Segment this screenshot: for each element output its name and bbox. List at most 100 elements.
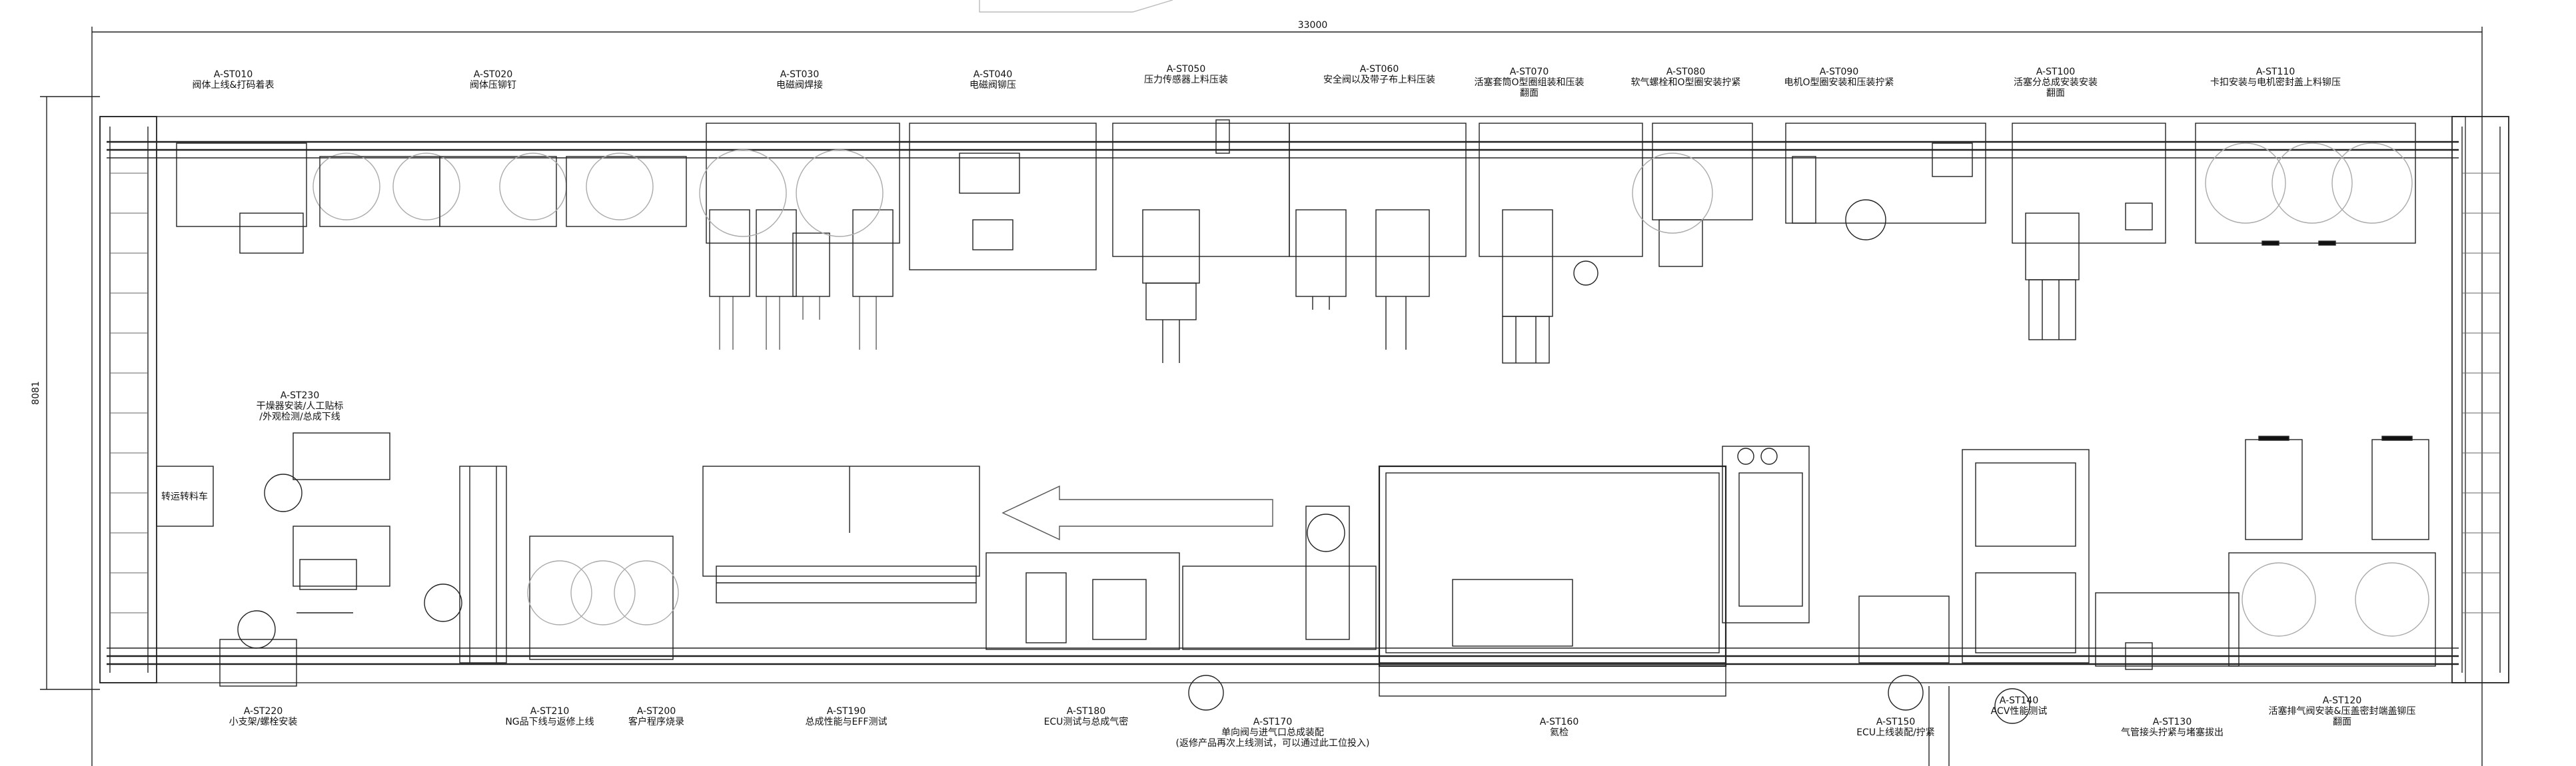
station-code: A-ST070 — [1509, 67, 1549, 77]
left-transfer-rail — [99, 116, 157, 683]
station-code: A-ST170 — [1253, 717, 1293, 727]
station-desc: 阀体压铆钉 — [470, 80, 516, 91]
station-code: A-ST040 — [973, 69, 1013, 80]
station-label-st100: A-ST100 活塞分总成安装安装 翻面 — [1992, 67, 2119, 99]
station-desc: 软气螺栓和O型圈安装拧紧 — [1630, 77, 1741, 88]
station-box-st050 — [1112, 123, 1290, 257]
station-box-st040 — [909, 123, 1097, 270]
station-box-st070 — [1479, 123, 1643, 257]
station-label-st090: A-ST090 电机O型圈安装和压装拧紧 — [1766, 67, 1912, 88]
station-box-st220 — [219, 639, 297, 687]
station-label-st110: A-ST110 卡扣安装与电机密封盖上料铆压 — [2192, 67, 2359, 88]
station-desc: 卡扣安装与电机密封盖上料铆压 — [2210, 77, 2341, 88]
flow-direction-arrow — [1001, 485, 1273, 541]
station-code: A-ST190 — [826, 706, 866, 717]
station-code: A-ST110 — [2255, 67, 2295, 77]
station-box-st080 — [1652, 123, 1753, 220]
station-code: A-ST210 — [530, 706, 570, 717]
station-box-st200 — [529, 536, 674, 660]
transfer-cart-label: 转运转料车 — [161, 491, 208, 502]
station-label-st230: A-ST230 干燥器安装/人工贴标 /外观检测/总成下线 — [240, 390, 360, 422]
station-label-st190: A-ST190 总成性能与EFF测试 — [793, 706, 900, 727]
station-sub: /外观检测/总成下线 — [259, 412, 340, 422]
station-desc: 气管接头拧紧与堵塞拔出 — [2121, 727, 2224, 738]
station-code: A-ST020 — [473, 69, 513, 80]
station-desc: 阀体上线&打码着表 — [192, 80, 275, 91]
station-sub: (返修产品再次上线测试，可以通过此工位投入) — [1175, 738, 1370, 749]
station-box-st010 — [176, 143, 307, 227]
right-transfer-rail — [2451, 116, 2509, 683]
station-code: A-ST160 — [1539, 717, 1579, 727]
station-desc: NG品下线与返修上线 — [505, 717, 594, 727]
dimension-height-value: 8081 — [31, 381, 41, 405]
station-box-st210 — [459, 466, 507, 663]
station-code: A-ST010 — [213, 69, 253, 80]
station-desc: 活塞分总成安装安装 — [2014, 77, 2098, 88]
station-code: A-ST180 — [1066, 706, 1106, 717]
station-desc: 小支架/螺栓安装 — [229, 717, 298, 727]
station-label-st210: A-ST210 NG品下线与返修上线 — [500, 706, 600, 727]
line-frame — [99, 116, 2466, 683]
station-box-st160 — [1378, 465, 1727, 667]
station-code: A-ST230 — [280, 390, 320, 401]
station-label-st080: A-ST080 软气螺栓和O型圈安装拧紧 — [1619, 67, 1752, 88]
station-box-st120 — [2228, 552, 2436, 667]
station-label-st060: A-ST060 安全阀以及带子布上料压装 — [1306, 64, 1453, 85]
station-code: A-ST030 — [780, 69, 820, 80]
station-label-st140: A-ST140 ACV性能测试 — [1976, 695, 2062, 717]
station-desc: 单向阀与进气口总成装配 — [1221, 727, 1324, 738]
station-box-st130 — [2095, 592, 2240, 667]
dimension-width-value: 33000 — [1298, 20, 1328, 31]
station-sub: 翻面 — [2333, 717, 2351, 727]
station-code: A-ST090 — [1819, 67, 1859, 77]
station-box-st190 — [702, 466, 980, 577]
station-label-st220: A-ST220 小支架/螺栓安装 — [213, 706, 313, 727]
station-label-st050: A-ST050 压力传感器上料压装 — [1126, 64, 1246, 85]
station-code: A-ST050 — [1166, 64, 1206, 75]
station-label-st120: A-ST120 活塞排气阀安装&压盖密封端盖铆压 翻面 — [2259, 695, 2425, 727]
station-label-st130: A-ST130 气管接头拧紧与堵塞拔出 — [2106, 717, 2239, 738]
station-label-st200: A-ST200 客户程序烧录 — [606, 706, 706, 727]
station-code: A-ST140 — [1999, 695, 2039, 706]
station-label-st170: A-ST170 单向阀与进气口总成装配 (返修产品再次上线测试，可以通过此工位投… — [1159, 717, 1386, 749]
station-desc: 干燥器安装/人工贴标 — [256, 401, 344, 412]
station-label-st070: A-ST070 活塞套筒O型圈组装和压装 翻面 — [1466, 67, 1593, 99]
station-box-st150 — [1858, 595, 1950, 663]
station-code: A-ST220 — [243, 706, 283, 717]
station-desc: 活塞套筒O型圈组装和压装 — [1474, 77, 1585, 88]
station-desc: 总成性能与EFF测试 — [805, 717, 888, 727]
station-code: A-ST130 — [2152, 717, 2192, 727]
station-desc: 安全阀以及带子布上料压装 — [1323, 75, 1435, 85]
station-code: A-ST150 — [1876, 717, 1916, 727]
station-sub: 翻面 — [2046, 88, 2065, 99]
station-desc: ECU上线装配/拧紧 — [1856, 727, 1935, 738]
station-box-st180 — [985, 552, 1180, 650]
station-code: A-ST100 — [2036, 67, 2076, 77]
station-code: A-ST120 — [2322, 695, 2362, 706]
station-desc: 氦检 — [1550, 727, 1569, 738]
station-box-st060 — [1289, 123, 1467, 257]
station-desc: 客户程序烧录 — [628, 717, 684, 727]
station-box-st030 — [706, 123, 900, 244]
station-label-st150: A-ST150 ECU上线装配/拧紧 — [1846, 717, 1946, 738]
transfer-cart-box — [156, 466, 214, 527]
station-code: A-ST060 — [1359, 64, 1399, 75]
station-box-st170 — [1182, 566, 1377, 650]
station-desc: ECU测试与总成气密 — [1043, 717, 1129, 727]
station-box-st100 — [2012, 123, 2166, 244]
station-desc: 电磁阀铆压 — [969, 80, 1016, 91]
station-label-st160: A-ST160 氦检 — [1519, 717, 1599, 738]
station-code: A-ST200 — [636, 706, 676, 717]
station-desc: 电机O型圈安装和压装拧紧 — [1784, 77, 1894, 88]
station-desc: 活塞排气阀安装&压盖密封端盖铆压 — [2268, 706, 2416, 717]
station-desc: ACV性能测试 — [1990, 706, 2048, 717]
station-code: A-ST080 — [1666, 67, 1706, 77]
station-box-st110 — [2195, 123, 2416, 244]
station-desc: 压力传感器上料压装 — [1144, 75, 1228, 85]
station-label-st040: A-ST040 电磁阀铆压 — [946, 69, 1039, 91]
station-sub: 翻面 — [1520, 88, 1539, 99]
station-label-st010: A-ST010 阀体上线&打码着表 — [187, 69, 280, 91]
station-desc: 电磁阀焊接 — [776, 80, 823, 91]
station-label-st020: A-ST020 阀体压铆钉 — [446, 69, 540, 91]
